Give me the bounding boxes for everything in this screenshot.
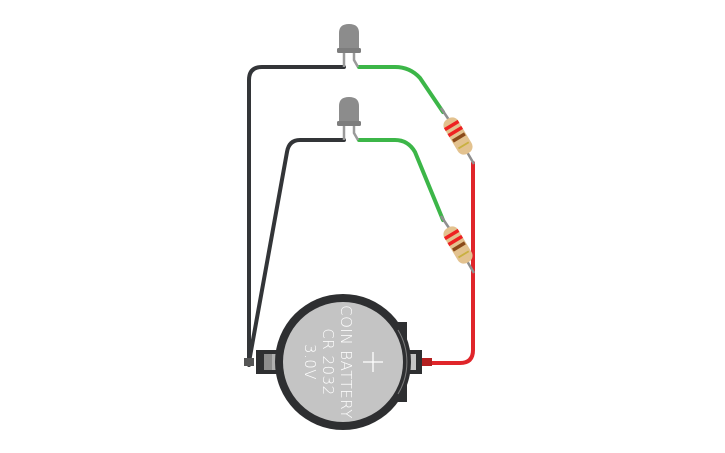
battery-plus-symbol [363, 352, 383, 372]
led-2-anode-leg [352, 125, 360, 141]
battery-positive-pin [422, 358, 432, 366]
wire-black-1[interactable] [247, 65, 346, 367]
battery-label-line1: COIN BATTERY [337, 305, 355, 419]
led-2[interactable] [337, 97, 361, 141]
wire-red[interactable] [430, 161, 475, 365]
resistor-1-lead-top [439, 107, 451, 121]
wire-green-1[interactable] [357, 65, 445, 114]
resistor-1-band-4 [458, 141, 470, 150]
resistor-2-band-1 [443, 228, 460, 241]
resistor-2-lead-top [439, 215, 451, 229]
battery-cell [283, 302, 403, 422]
coin-battery[interactable]: COIN BATTERY CR 2032 3.0V [244, 294, 432, 430]
resistor-2-band-4 [458, 250, 470, 259]
resistor-1[interactable] [439, 107, 476, 165]
battery-cell-edge [397, 329, 408, 395]
wire-black-2[interactable] [247, 138, 346, 364]
battery-negative-pin [244, 358, 254, 366]
resistor-1-band-3 [451, 132, 466, 143]
resistor-2-band-2 [447, 234, 464, 247]
led-1[interactable] [337, 24, 361, 68]
wire-green-2[interactable] [357, 138, 445, 222]
led-2-dome [339, 97, 359, 123]
resistor-1-band-2 [447, 125, 464, 138]
resistor-1-lead-bottom [465, 151, 476, 165]
battery-negative-contact [264, 354, 272, 370]
led-1-rim [337, 48, 361, 53]
resistor-2-band-3 [451, 241, 466, 252]
led-1-anode-leg [352, 52, 360, 68]
battery-positive-contact [408, 354, 416, 370]
led-1-dome [339, 24, 359, 50]
led-2-rim [337, 121, 361, 126]
battery-label-line2: CR 2032 [319, 328, 337, 395]
battery-label-line3: 3.0V [301, 344, 319, 380]
resistor-1-band-1 [443, 119, 460, 132]
resistor-2[interactable] [439, 215, 476, 274]
resistor-2-lead-bottom [465, 260, 476, 274]
